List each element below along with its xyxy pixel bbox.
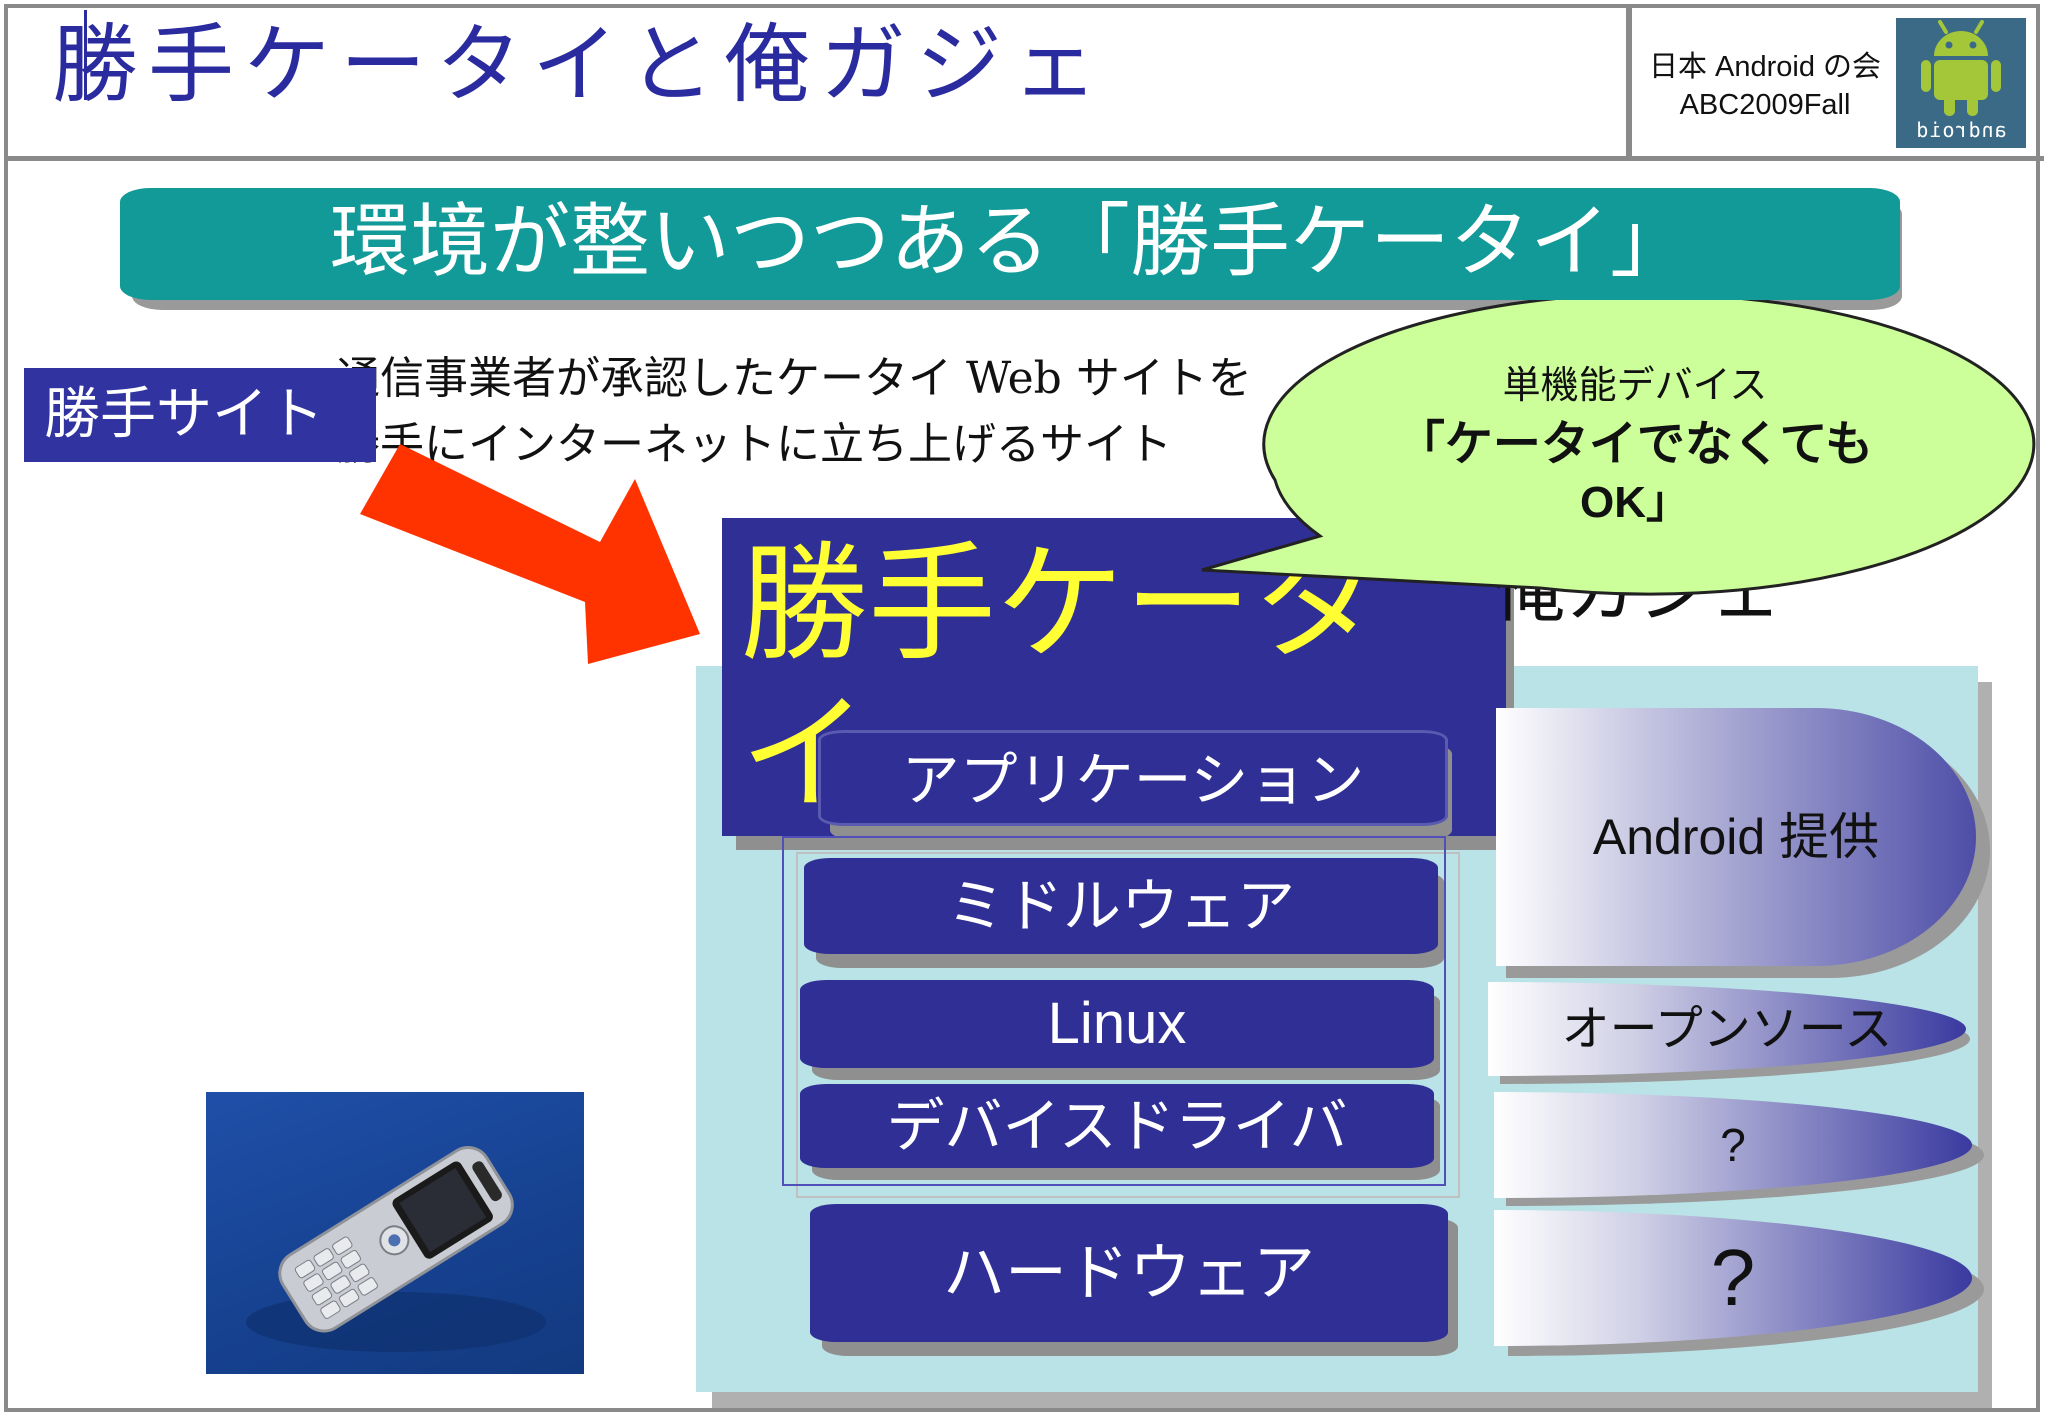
layer-hardware: ハードウェア: [810, 1204, 1448, 1342]
header-separator: [1626, 4, 1632, 158]
stack-outline-shadow: [796, 852, 1460, 1198]
site-label: 勝手サイト: [24, 368, 376, 462]
page-title: 勝手ケータイと俺ガジェ: [52, 15, 1108, 115]
tag-android-provide: Android 提供: [1496, 708, 1976, 966]
phone-icon: [246, 1146, 546, 1352]
stack-outline: [782, 836, 1446, 1186]
site-description: 通信事業者が承認したケータイ Web サイトを 勝手にインターネットに立ち上げる…: [336, 346, 1252, 478]
phone-photo: [206, 1092, 584, 1374]
android-logo: android: [1896, 18, 2026, 148]
header-meta: 日本 Android の会 ABC2009Fall: [1640, 48, 1890, 124]
bubble-line3: OK」: [1580, 478, 1690, 527]
layer-middleware: ミドルウェア: [804, 858, 1438, 954]
layer-application: アプリケーション: [818, 730, 1448, 826]
site-description-line1: 通信事業者が承認したケータイ Web サイトを: [336, 353, 1252, 404]
meta-organization: 日本 Android の会: [1648, 51, 1882, 83]
text-cursor: [84, 10, 87, 100]
layer-device-driver: デバイスドライバ: [800, 1084, 1434, 1168]
speech-bubble-text: 単機能デバイス 「ケータイでなくても OK」: [1330, 358, 1940, 530]
header-divider: [4, 156, 2044, 161]
banner-text: 環境が整いつつある「勝手ケータイ」: [330, 195, 1690, 288]
red-arrow-icon: [360, 444, 700, 664]
bubble-line2: 「ケータイでなくても: [1396, 416, 1874, 472]
site-description-line2: 勝手にインターネットに立ち上げるサイト: [336, 419, 1172, 470]
slide-frame: [4, 4, 2040, 1412]
layer-linux: Linux: [800, 980, 1434, 1068]
banner: [120, 188, 1900, 300]
speech-bubble: [1201, 300, 2036, 596]
android-robot-icon: [1921, 20, 2001, 116]
meta-event: ABC2009Fall: [1679, 89, 1851, 121]
android-logo-text: android: [1915, 118, 2007, 142]
bubble-line1: 単機能デバイス: [1502, 363, 1768, 407]
